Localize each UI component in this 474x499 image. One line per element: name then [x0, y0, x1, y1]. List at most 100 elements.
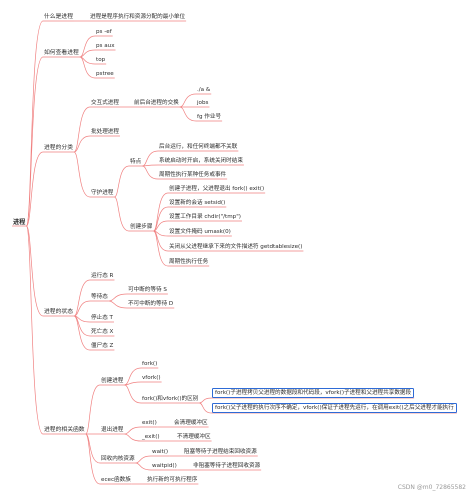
node-exec-desc[interactable]: 执行新的可执行程序 — [147, 477, 198, 483]
node-waiting-item[interactable]: 不可中断的等待 D — [128, 301, 174, 307]
connector-line — [79, 56, 115, 79]
node-waitpid-desc[interactable]: 非阻塞等待子进程回收资源 — [193, 463, 261, 469]
node-feature-item[interactable]: 后台运行，和任何终端都不关联 — [159, 144, 238, 150]
connector-line — [153, 192, 266, 232]
node-fork-diff[interactable]: fork()和vfork()的区别 — [142, 396, 199, 402]
connector-line — [79, 56, 107, 65]
connector-line — [73, 300, 109, 317]
connector-line — [142, 150, 239, 167]
connector-line — [26, 225, 86, 435]
connector-line — [153, 230, 210, 267]
connector-line — [114, 196, 154, 232]
connector-line — [124, 433, 161, 442]
connector-line — [142, 164, 244, 167]
connector-line — [135, 462, 178, 471]
node-state-dead[interactable]: 死亡态 X — [91, 329, 114, 335]
connector-line — [124, 384, 200, 404]
connector-line — [73, 315, 115, 337]
connector-line — [79, 35, 113, 58]
node-wait[interactable]: wait() — [152, 449, 169, 455]
node-view-item[interactable]: ps aux — [96, 43, 115, 49]
node-funcs[interactable]: 进程的相关函数 — [44, 427, 85, 433]
node-fgbg-item[interactable]: jobs — [197, 100, 209, 106]
node-_exit[interactable]: _exit() — [142, 434, 160, 440]
connector-line — [85, 433, 136, 464]
node-wait-group[interactable]: 回收内核资源 — [101, 456, 135, 462]
node-fgbg[interactable]: 前后台进程的交换 — [134, 100, 179, 106]
node-step-item[interactable]: 周期性执行任务 — [169, 259, 209, 265]
connector-line — [79, 49, 116, 58]
connector-line — [114, 165, 143, 198]
connector-line — [199, 402, 457, 414]
node-step-item[interactable]: 创建子进程，父进程退出 fork() exit() — [169, 186, 265, 192]
connector-line — [26, 56, 80, 227]
connector-line — [179, 93, 212, 108]
node-feature-item[interactable]: 系统启动时开启，系统关闭时结束 — [159, 158, 243, 164]
connector-line — [124, 426, 158, 435]
node-states[interactable]: 进程的状态 — [44, 309, 73, 315]
connector-line — [108, 293, 168, 302]
node-daemon[interactable]: 守护进程 — [91, 190, 114, 196]
connector-line — [124, 367, 159, 386]
connector-line — [73, 279, 115, 317]
connector-line — [135, 455, 170, 464]
root-node[interactable]: 进程 — [13, 219, 26, 226]
connector-line — [108, 300, 175, 309]
node-batch[interactable]: 批处理进程 — [91, 129, 119, 135]
node-step-item[interactable]: 设置文件掩码 umask(0) — [169, 229, 231, 235]
node-state-waiting[interactable]: 等待态 — [91, 294, 108, 300]
node-what[interactable]: 什么是进程 — [44, 14, 73, 20]
connector-line — [73, 315, 115, 351]
node-step-item[interactable]: 设置新的会话 setsid() — [169, 200, 226, 206]
node-_exit-desc[interactable]: 不清理缓冲区 — [177, 434, 211, 440]
connector-line — [85, 384, 125, 435]
connector-line — [73, 315, 114, 323]
node-view[interactable]: 如何查看进程 — [44, 50, 79, 56]
connector-line — [199, 397, 415, 404]
node-view-item[interactable]: ps -ef — [96, 29, 112, 35]
connector-line — [142, 165, 228, 180]
node-waiting-item[interactable]: 可中断的等待 S — [128, 287, 167, 293]
node-exec[interactable]: ecec函数族 — [101, 477, 131, 483]
node-what-desc[interactable]: 进程是程序执行和资源分配的最小单位 — [90, 14, 186, 20]
connector-line — [179, 106, 223, 122]
node-state-stopped[interactable]: 停止态 T — [91, 315, 113, 321]
node-wait-desc[interactable]: 阻塞等待子进程结束回收资源 — [184, 449, 257, 455]
node-fgbg-item[interactable]: fg 作业号 — [197, 114, 222, 120]
connector-line — [73, 151, 115, 198]
connector-line — [85, 433, 132, 485]
node-diff-item[interactable]: fork()子进程拷贝父进程的数据段和代码段，vfork()子进程和父进程共享数… — [212, 388, 415, 398]
connector-line — [124, 381, 162, 386]
watermark: CSDN @m0_72865582 — [397, 484, 466, 491]
node-daemon-features[interactable]: 特点 — [130, 159, 142, 165]
connector-line — [26, 151, 74, 227]
connector-line — [153, 230, 232, 237]
node-state-zombie[interactable]: 僵尸态 Z — [91, 343, 114, 349]
node-daemon-steps[interactable]: 创建步骤 — [130, 224, 153, 230]
node-vfork[interactable]: vfork() — [142, 375, 161, 381]
node-step-item[interactable]: 关闭从父进程继承下来的文件描述符 getdtablesize() — [169, 244, 303, 250]
connector-line — [26, 225, 74, 317]
node-step-item[interactable]: 设置工作目录 chdir("/tmp") — [169, 214, 241, 220]
node-classes[interactable]: 进程的分类 — [44, 145, 73, 151]
node-diff-item[interactable]: fork()父子进程的执行次序不确定，vfork()保证子进程先运行，在调用ex… — [212, 403, 457, 413]
node-exit-group[interactable]: 退出进程 — [101, 427, 124, 433]
node-fgbg-item[interactable]: ./a & — [197, 87, 211, 93]
node-interactive[interactable]: 交互式进程 — [91, 100, 119, 106]
node-state-running[interactable]: 运行态 R — [91, 273, 114, 279]
node-feature-item[interactable]: 周期性执行某种任务或事件 — [159, 172, 227, 178]
node-exit[interactable]: exit() — [142, 420, 157, 426]
connector-line — [153, 206, 227, 232]
node-view-item[interactable]: pstree — [96, 71, 114, 77]
connector-line — [153, 220, 242, 232]
node-fork[interactable]: fork() — [142, 361, 158, 367]
node-exit-desc[interactable]: 会清理缓冲区 — [174, 420, 208, 426]
node-view-item[interactable]: top — [96, 57, 106, 63]
connector-line — [73, 135, 120, 153]
connector-line — [153, 230, 304, 252]
node-waitpid[interactable]: waitpid() — [152, 463, 177, 469]
connector-line — [73, 106, 120, 153]
node-create[interactable]: 创建进程 — [101, 378, 124, 384]
